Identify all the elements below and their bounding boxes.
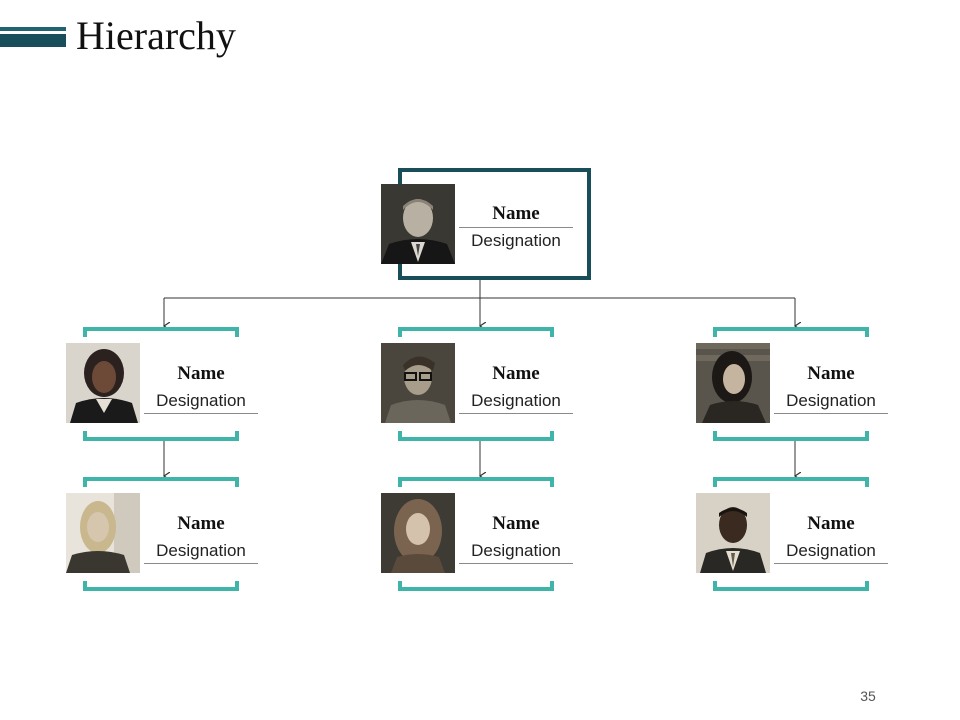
node-bracket-bottom [398, 431, 554, 441]
title-accent-bar [0, 27, 66, 47]
node-bracket-bottom [83, 431, 239, 441]
title-accent-block [0, 34, 66, 47]
node-bracket-top [398, 327, 554, 337]
level3-right-name: Name [807, 513, 855, 534]
woman-portrait-icon [696, 343, 770, 423]
level2-right-designation: Designation [786, 391, 876, 410]
level3-center-divider [459, 563, 573, 564]
level3-left-divider [144, 563, 258, 564]
woman-portrait-icon [381, 493, 455, 573]
level3-center-name: Name [492, 513, 540, 534]
level2-right-divider [774, 413, 888, 414]
root-designation: Designation [471, 231, 561, 250]
level3-right-divider [774, 563, 888, 564]
level2-left-designation: Designation [156, 391, 246, 410]
man-glasses-portrait-icon [381, 343, 455, 423]
level2-left-divider [144, 413, 258, 414]
node-bracket-bottom [83, 581, 239, 591]
root-divider [459, 227, 573, 228]
woman-portrait-icon [66, 493, 140, 573]
level2-center-divider [459, 413, 573, 414]
node-bracket-top [83, 327, 239, 337]
level3-left-designation: Designation [156, 541, 246, 560]
node-bracket-top [398, 477, 554, 487]
level3-center-designation: Designation [471, 541, 561, 560]
root-name: Name [492, 203, 540, 224]
node-bracket-top [83, 477, 239, 487]
node-bracket-bottom [713, 431, 869, 441]
level3-right-designation: Designation [786, 541, 876, 560]
title-accent-line [0, 27, 66, 31]
page-number: 35 [860, 688, 876, 704]
man-portrait-icon [381, 184, 455, 264]
slide-title: Hierarchy [76, 13, 236, 58]
level2-left-name: Name [177, 363, 225, 384]
man-portrait-icon [696, 493, 770, 573]
level2-right-name: Name [807, 363, 855, 384]
level3-left-name: Name [177, 513, 225, 534]
woman-portrait-icon [66, 343, 140, 423]
node-bracket-bottom [398, 581, 554, 591]
node-bracket-bottom [713, 581, 869, 591]
node-bracket-top [713, 327, 869, 337]
level2-center-name: Name [492, 363, 540, 384]
node-bracket-top [713, 477, 869, 487]
level2-center-designation: Designation [471, 391, 561, 410]
